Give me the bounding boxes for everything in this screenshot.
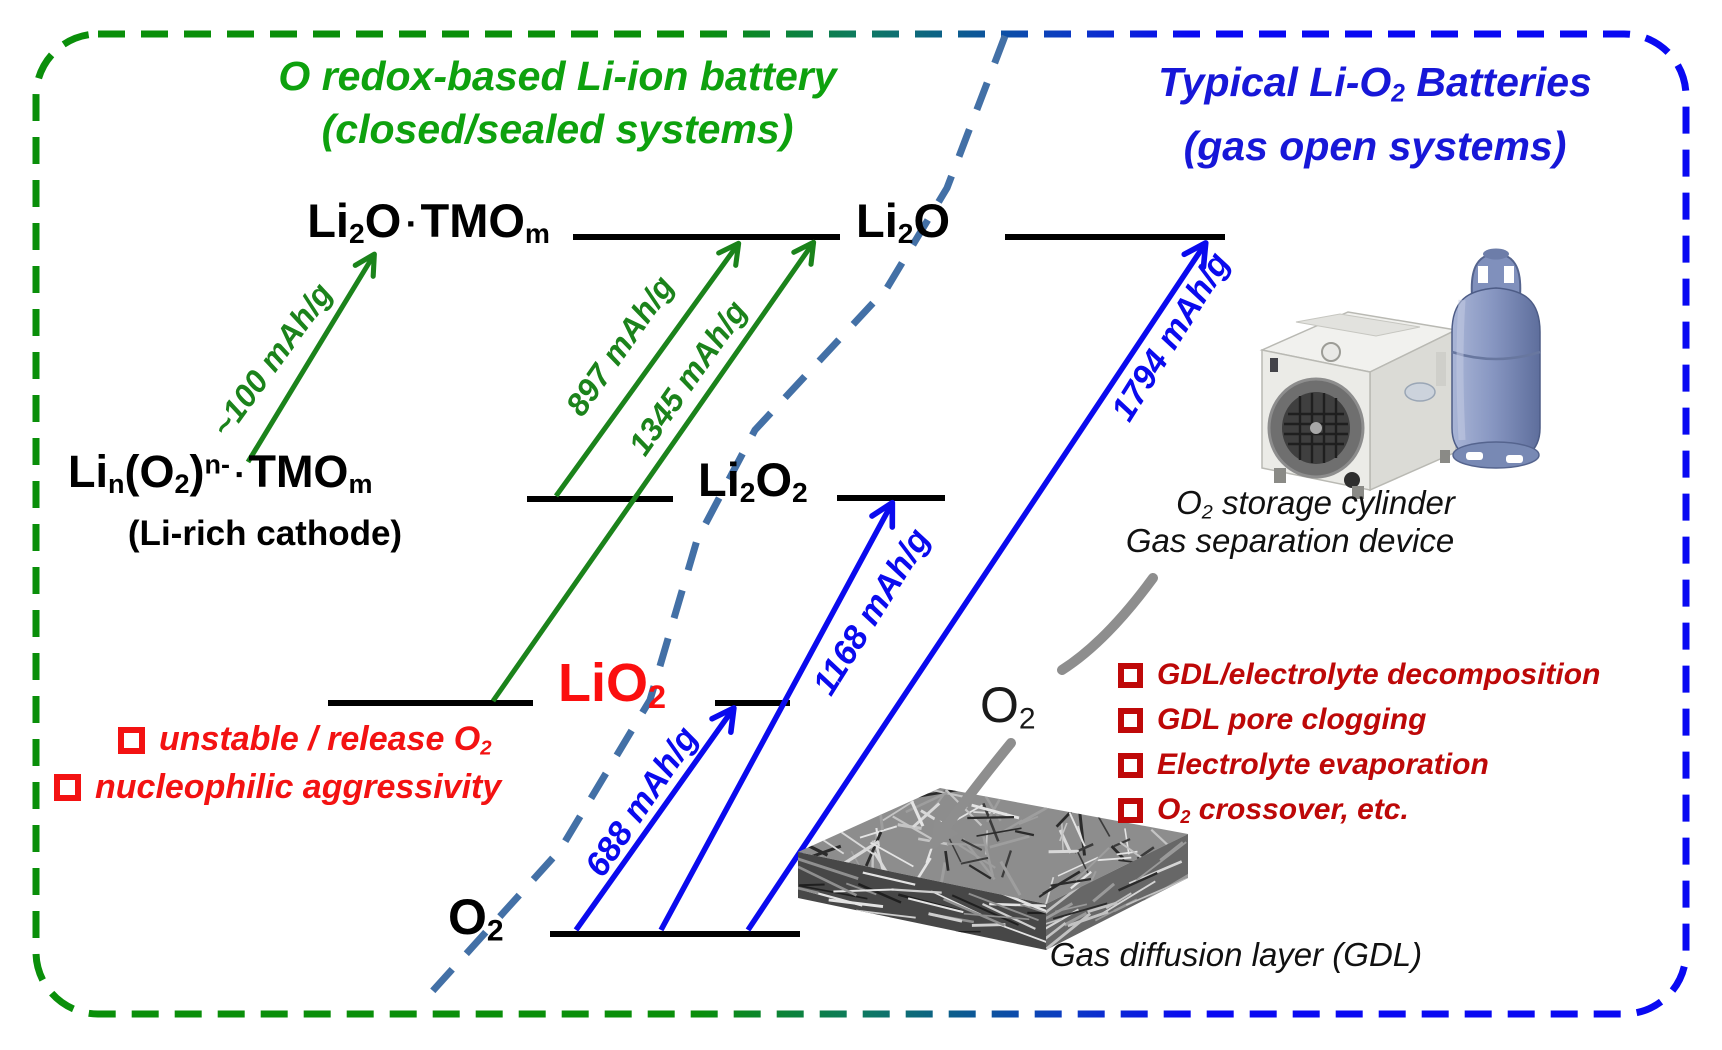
caption-o2-storage-cylinder: O2 storage cylinder [1176, 484, 1455, 524]
caption-gas-diffusion-layer: Gas diffusion layer (GDL) [1049, 936, 1423, 973]
right-system-title-line2: (gas open systems) [1183, 123, 1567, 170]
warning-electrolyte-evaporation: Electrolyte evaporation [1118, 748, 1489, 782]
li-rich-cathode-note: (Li-rich cathode) [127, 514, 403, 553]
checkbox-bullet-icon [1118, 797, 1143, 823]
checkbox-bullet-icon [1118, 752, 1143, 778]
arrow-688mahg [573, 705, 737, 932]
checkbox-bullet-icon [1118, 707, 1143, 733]
checkbox-bullet-icon [54, 774, 81, 801]
arrow-o2-to-gdl [929, 738, 1016, 850]
warning-o2-crossover: O2 crossover, etc. [1118, 793, 1409, 828]
warning-text: O2 crossover, etc. [1157, 793, 1409, 827]
warning-lio2-nucleophilic: nucleophilic aggressivity [54, 768, 501, 807]
right-system-title: Typical Li-O2 Batteries (gas open system… [1125, 56, 1625, 173]
warning-text: Electrolyte evaporation [1157, 748, 1489, 781]
checkbox-bullet-icon [1118, 662, 1143, 688]
species-li2o-tmo: Li2O ▪ TMOm [307, 194, 550, 250]
caption-gas-separation-device: Gas separation device [1125, 522, 1455, 559]
system-divider-dashed-line [417, 34, 1009, 1008]
figure-border [32, 30, 1690, 1018]
warning-text: nucleophilic aggressivity [95, 768, 502, 806]
checkbox-bullet-icon [118, 726, 145, 754]
arrow-1168mahg [658, 499, 896, 932]
left-system-title: O redox-based Li-ion battery (closed/sea… [230, 50, 885, 156]
species-li2o2: Li2O2 [698, 453, 808, 509]
left-system-title-line2: (closed/sealed systems) [321, 106, 794, 152]
warning-gdl-clogging: GDL pore clogging [1118, 703, 1426, 737]
o2-cylinder-image [1451, 248, 1541, 469]
gas-separation-device-image [1259, 311, 1459, 499]
species-o2-left: O2 [448, 889, 504, 948]
warning-text: GDL/electrolyte decomposition [1157, 658, 1601, 691]
warning-text: GDL pore clogging [1157, 703, 1427, 736]
arrow-1345mahg [490, 239, 817, 703]
species-lio2: LiO2 [558, 653, 667, 716]
green-capacity-arrows [245, 239, 817, 703]
warning-gdl-decomposition: GDL/electrolyte decomposition [1118, 658, 1600, 692]
arrow-1794mahg [745, 240, 1209, 932]
species-o2-right: O2 [980, 677, 1036, 736]
species-li2o: Li2O [856, 194, 951, 250]
species-lin-o2-tmo: Lin(O2)n- ▪ TMOm [68, 446, 373, 499]
grey-flow-arrows [929, 573, 1158, 850]
warning-lio2-unstable: unstable / release O2 [118, 720, 492, 760]
arrow-device-to-o2 [1057, 573, 1158, 675]
right-system-title-line1: Typical Li-O2 Batteries [1158, 59, 1592, 108]
left-system-title-line1: O redox-based Li-ion battery [278, 53, 837, 99]
blue-capacity-arrows [573, 240, 1209, 932]
arrow-100mahg [245, 251, 377, 464]
arrow-897mahg [553, 240, 742, 498]
energy-levels [328, 234, 1225, 937]
warning-text: unstable / release O2 [159, 720, 492, 760]
gdl-image [798, 788, 1188, 950]
